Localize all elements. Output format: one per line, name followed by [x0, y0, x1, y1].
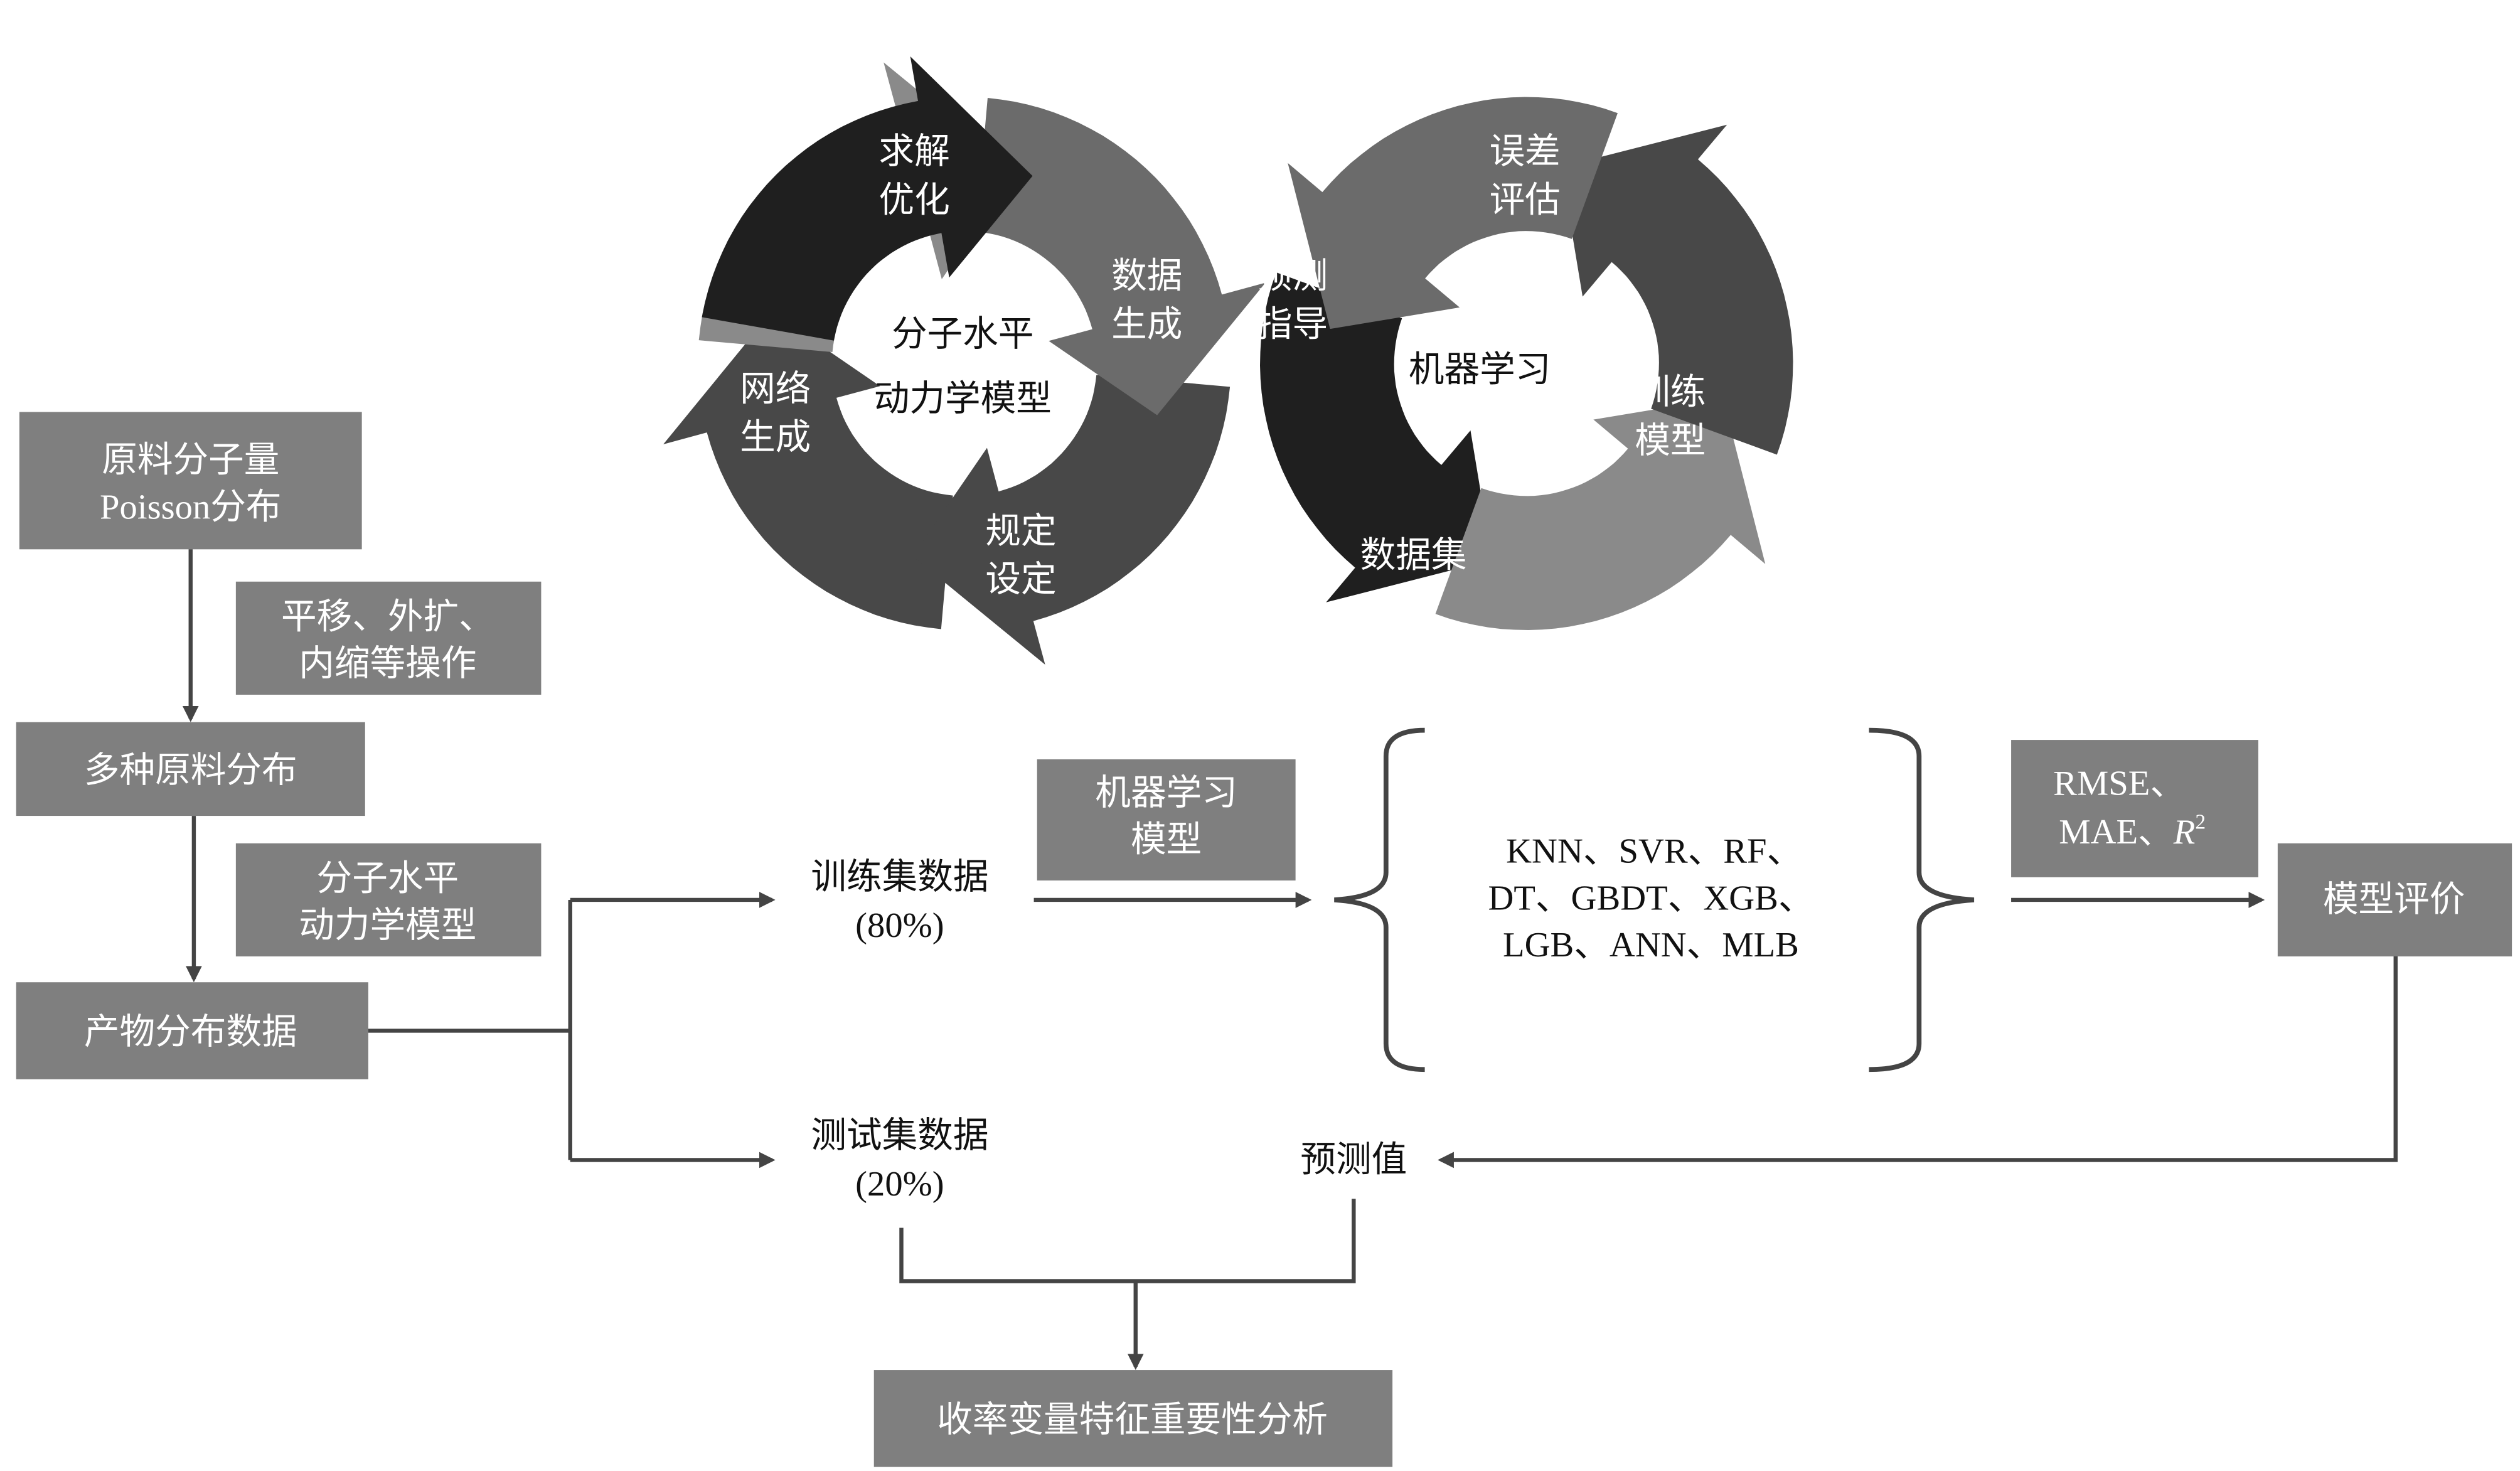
cycle-center-label: 分子水平 [892, 315, 1034, 354]
seg-label: 模型 [1635, 422, 1706, 461]
seg-label: 训练 [1635, 373, 1706, 412]
algorithm-list: LGB、ANN、MLB [1503, 926, 1799, 965]
seg-label: 规定 [985, 512, 1056, 551]
seg-label: 生成 [740, 419, 811, 457]
ml-model-box [1037, 759, 1296, 881]
box-text: 模型 [1131, 821, 1202, 860]
box-text: MAE、R2 [2059, 811, 2206, 852]
right-brace [1869, 727, 1975, 1072]
test-percent: (20%) [855, 1165, 944, 1204]
cycle-center-label: 机器学习 [1409, 351, 1551, 390]
algorithm-list: DT、GBDT、XGB、 [1488, 879, 1813, 917]
seg-label: 数据 [1111, 257, 1182, 296]
multi-dist-box [16, 722, 365, 816]
feedback-arrow [1438, 956, 2398, 1169]
seg-label: 误差 [1490, 132, 1561, 171]
box-text: 内缩等操作 [299, 645, 476, 683]
raw-mw-box [19, 412, 362, 550]
cycle-arrow-prediction [1260, 272, 1492, 602]
md-model-box [235, 843, 542, 957]
connector [899, 1199, 1356, 1283]
test-label: 测试集数据 [811, 1116, 988, 1155]
right-cycle [1260, 97, 1793, 631]
metrics-box [2011, 740, 2258, 877]
box-text: 原料分子量 [102, 441, 279, 480]
cycle-arrow-guideline-head [912, 375, 1231, 665]
seg-label: 评估 [1490, 181, 1561, 220]
box-text: 模型评价 [2323, 880, 2465, 919]
box-text: 收率变量特征重要性分析 [937, 1401, 1328, 1440]
box-text: 多种原料分布 [84, 751, 297, 790]
seg-label: 设定 [985, 560, 1056, 599]
train-percent: (80%) [855, 906, 944, 945]
left-cycle [663, 56, 1266, 665]
prediction-label: 预测值 [1300, 1140, 1407, 1179]
left-brace [1334, 727, 1425, 1072]
seg-label: 优化 [878, 181, 949, 220]
box-text: 产物分布数据 [84, 1013, 297, 1052]
evaluation-box [2277, 843, 2512, 957]
seg-label: 预测 [1257, 257, 1328, 296]
cycle-arrow-data-generation [976, 98, 1266, 415]
cycle-arrow-solve [702, 56, 1033, 341]
seg-label: 生成 [1111, 305, 1182, 344]
box-text: Poisson分布 [100, 488, 281, 527]
right-cycle-labels: 误差 评估 预测 指导 数据集 训练 模型 机器学习 [1257, 132, 1706, 575]
seg-label: 求解 [878, 132, 949, 171]
cycle-arrow-dataset [1435, 398, 1766, 631]
seg-label: 指导 [1257, 305, 1328, 344]
box-text: 机器学习 [1095, 774, 1237, 813]
algorithm-list: KNN、SVR、RF、 [1506, 832, 1802, 871]
left-cycle-labels: 求解 优化 数据 生成 规定 设定 网络 生成 分子水平 动力学模型 [740, 132, 1182, 599]
cycle-arrow-error [1288, 97, 1618, 329]
analysis-box [873, 1370, 1393, 1467]
seg-label: 数据集 [1360, 537, 1467, 575]
cycle-arrow-guideline [663, 311, 953, 629]
cycle-center-label: 动力学模型 [874, 380, 1052, 419]
box-text: 平移、外扩、 [281, 597, 494, 636]
box-text: 分子水平 [317, 859, 459, 898]
box-text: 动力学模型 [299, 906, 476, 945]
ops-box [235, 581, 542, 695]
cycle-arrow-train [1561, 124, 1793, 455]
train-label: 训练集数据 [811, 858, 988, 897]
seg-label: 网络 [740, 370, 811, 409]
box-text: RMSE、 [2053, 764, 2186, 803]
product-data-box [16, 982, 368, 1079]
